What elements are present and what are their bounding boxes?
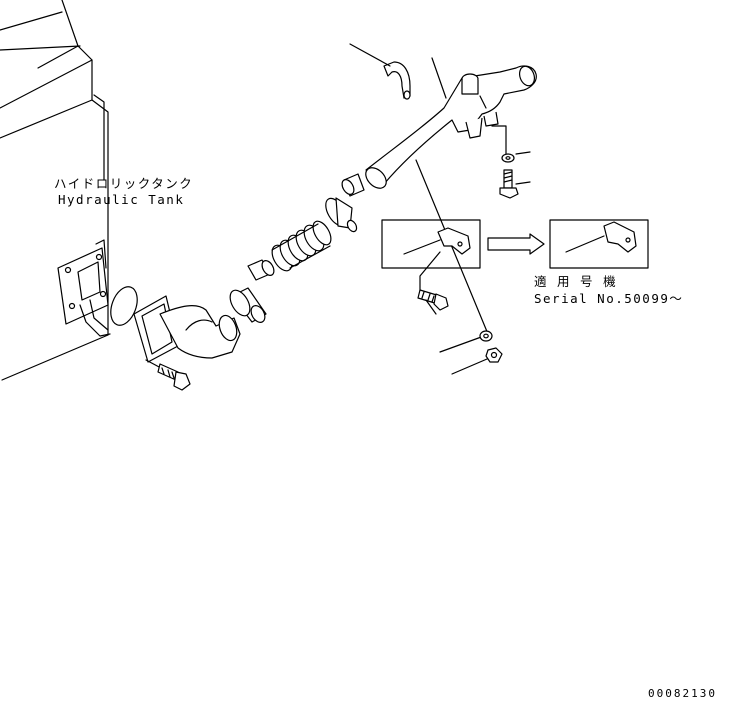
detail-box-serial [549,219,649,269]
breather-hose [383,61,411,100]
hydraulic-tank [0,0,109,381]
arrow-icon [487,233,545,255]
washer [501,153,515,163]
elbow-pipe [133,295,241,363]
hose-clamp-upper [325,197,358,233]
mounting-bolt [499,169,519,199]
hose-clamp-lower [229,287,267,323]
tank-flange [57,239,111,337]
detail-bolt [417,251,449,315]
serial-label: Serial No.50099～ [534,291,684,306]
detail-box-current [381,219,481,269]
flexible-hose [271,220,332,272]
lower-nut [485,347,503,363]
leader-lines [349,43,531,375]
o-ring [110,286,138,326]
lower-washer [479,330,493,342]
elbow-bolt [145,359,191,391]
clamp-bolt-upper [341,173,365,197]
clamp-bolt-lower [247,259,275,281]
tank-label-jp: ハイドロリックタンク [54,176,194,191]
suction-pipe [365,65,537,189]
drawing-number: 00082130 [648,687,717,700]
applicable-label-jp: 適 用 号 機 [534,274,618,289]
tank-label-en: Hydraulic Tank [58,192,185,207]
